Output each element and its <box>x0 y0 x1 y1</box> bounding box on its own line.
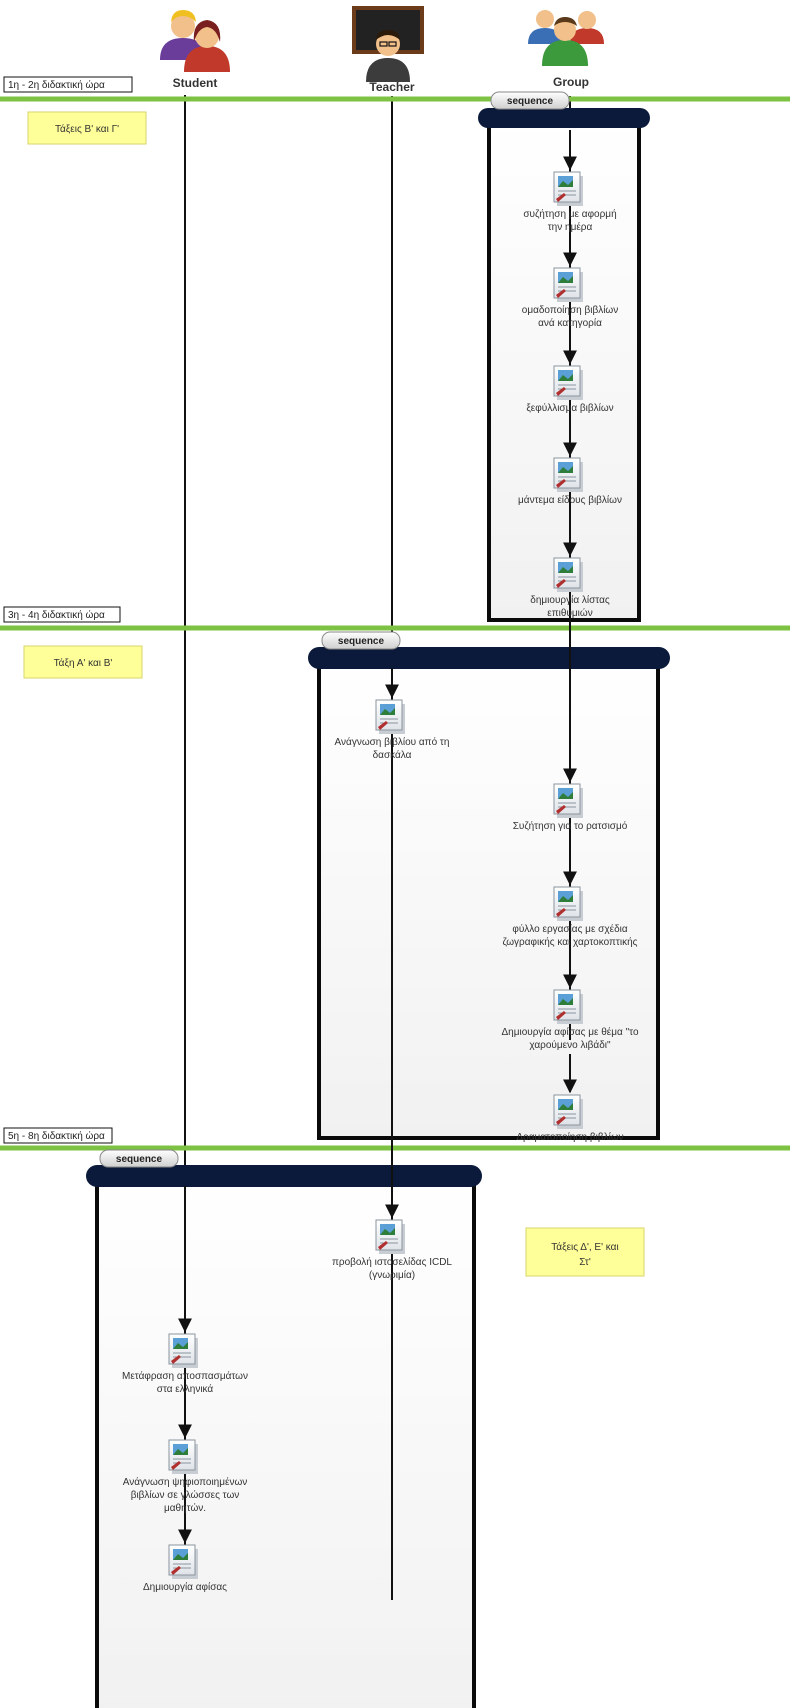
activity-icon <box>553 783 583 818</box>
activity-label: Μετάφραση αποσπασμάτων <box>122 1370 248 1382</box>
activity-label: ζωγραφικής και χαρτοκοπτικής <box>503 936 638 948</box>
activity-icon <box>168 1439 198 1474</box>
activity-node[interactable]: Δραματοποίηση βιβλίων <box>516 1094 624 1143</box>
group-icon <box>528 10 604 66</box>
activity-label: δημιουργία λίστας <box>530 594 610 606</box>
period-label-1: 1η - 2η διδακτική ώρα <box>3 76 133 93</box>
svg-text:3η - 4η διδακτική ώρα: 3η - 4η διδακτική ώρα <box>8 609 105 621</box>
svg-text:Τάξεις Δ', Ε' και: Τάξεις Δ', Ε' και <box>551 1241 618 1253</box>
activity-icon <box>168 1333 198 1368</box>
activity-label: ομαδοποίηση βιβλίων <box>522 304 618 316</box>
actor-label-group: Group <box>553 75 589 89</box>
activity-node[interactable]: Δημιουργία αφίσας <box>143 1544 227 1593</box>
activity-icon <box>168 1544 198 1579</box>
teacher-icon <box>352 6 424 82</box>
actor-label-student: Student <box>173 76 218 90</box>
activity-label: επιθυμιών <box>547 607 592 619</box>
actor-label-teacher: Teacher <box>369 80 414 94</box>
activity-node[interactable]: ξεφύλλισμα βιβλίων <box>526 365 614 414</box>
sequence-frame-2: sequence <box>308 631 670 1140</box>
activity-label: χαρούμενο λιβάδι" <box>529 1039 611 1051</box>
activity-label: Ανάγνωση ψηφιοποιημένων <box>123 1476 248 1488</box>
activity-label: μάντεμα είδους βιβλίων <box>518 494 622 506</box>
svg-text:5η - 8η διδακτική ώρα: 5η - 8η διδακτική ώρα <box>8 1130 105 1142</box>
student-icon <box>160 10 230 72</box>
period-label-2: 3η - 4η διδακτική ώρα <box>3 606 121 623</box>
activity-node[interactable]: Συζήτηση για το ρατσισμό <box>513 783 628 832</box>
activity-label: βιβλίων σε γλώσσες των <box>131 1489 240 1501</box>
sequence-label-1: sequence <box>507 96 554 107</box>
activity-icon <box>553 365 583 400</box>
activity-label: στα ελληνικά <box>157 1383 214 1395</box>
activity-label: Δημιουργία αφίσας <box>143 1581 227 1593</box>
activity-label: ανά κατηγορία <box>538 317 602 329</box>
sequence-label-2: sequence <box>338 636 385 647</box>
note-1: Τάξεις Β' και Γ' <box>27 111 147 145</box>
activity-label: (γνωριμία) <box>369 1269 415 1281</box>
activity-label: την ημέρα <box>548 221 593 233</box>
sequence-frame-1: sequence <box>478 91 650 622</box>
activity-label: Δημιουργία αφίσας με θέμα "το <box>501 1026 638 1038</box>
activity-icon <box>553 886 583 921</box>
activity-label: Ανάγνωση βιβλίου από τη <box>335 736 450 748</box>
activity-icon <box>553 171 583 206</box>
period-label-3: 5η - 8η διδακτική ώρα <box>3 1127 113 1144</box>
svg-text:Τάξεις Β' και Γ': Τάξεις Β' και Γ' <box>55 123 119 135</box>
sequence-label-3: sequence <box>116 1154 163 1165</box>
svg-text:1η - 2η διδακτική ώρα: 1η - 2η διδακτική ώρα <box>8 79 105 91</box>
activity-icon <box>553 1094 583 1129</box>
activity-label: Δραματοποίηση βιβλίων <box>516 1131 623 1143</box>
activity-label: δασκάλα <box>373 749 412 761</box>
svg-text:Στ': Στ' <box>579 1257 591 1268</box>
activity-label: φύλλο εργασίας με σχέδια <box>512 923 628 935</box>
activity-icon <box>375 1219 405 1254</box>
activity-label: συζήτηση με αφορμή <box>523 208 616 220</box>
activity-label: προβολή ιστοσελίδας ICDL <box>332 1256 452 1268</box>
activity-icon <box>553 457 583 492</box>
activity-icon <box>553 557 583 592</box>
activity-node[interactable]: προβολή ιστοσελίδας ICDL(γνωριμία) <box>332 1219 452 1281</box>
activity-node[interactable]: μάντεμα είδους βιβλίων <box>518 457 622 506</box>
note-3: Τάξεις Δ', Ε' και Στ' <box>525 1227 645 1277</box>
activity-label: μαθητών. <box>164 1502 206 1514</box>
sequence-frame-3: sequence <box>86 1149 482 1708</box>
activity-icon <box>375 699 405 734</box>
note-2: Τάξη Α' και Β' <box>23 645 143 679</box>
activity-label: Συζήτηση για το ρατσισμό <box>513 820 628 832</box>
activity-icon <box>553 267 583 302</box>
activity-label: ξεφύλλισμα βιβλίων <box>526 402 613 414</box>
svg-text:Τάξη Α' και Β': Τάξη Α' και Β' <box>54 657 113 669</box>
activity-icon <box>553 989 583 1024</box>
